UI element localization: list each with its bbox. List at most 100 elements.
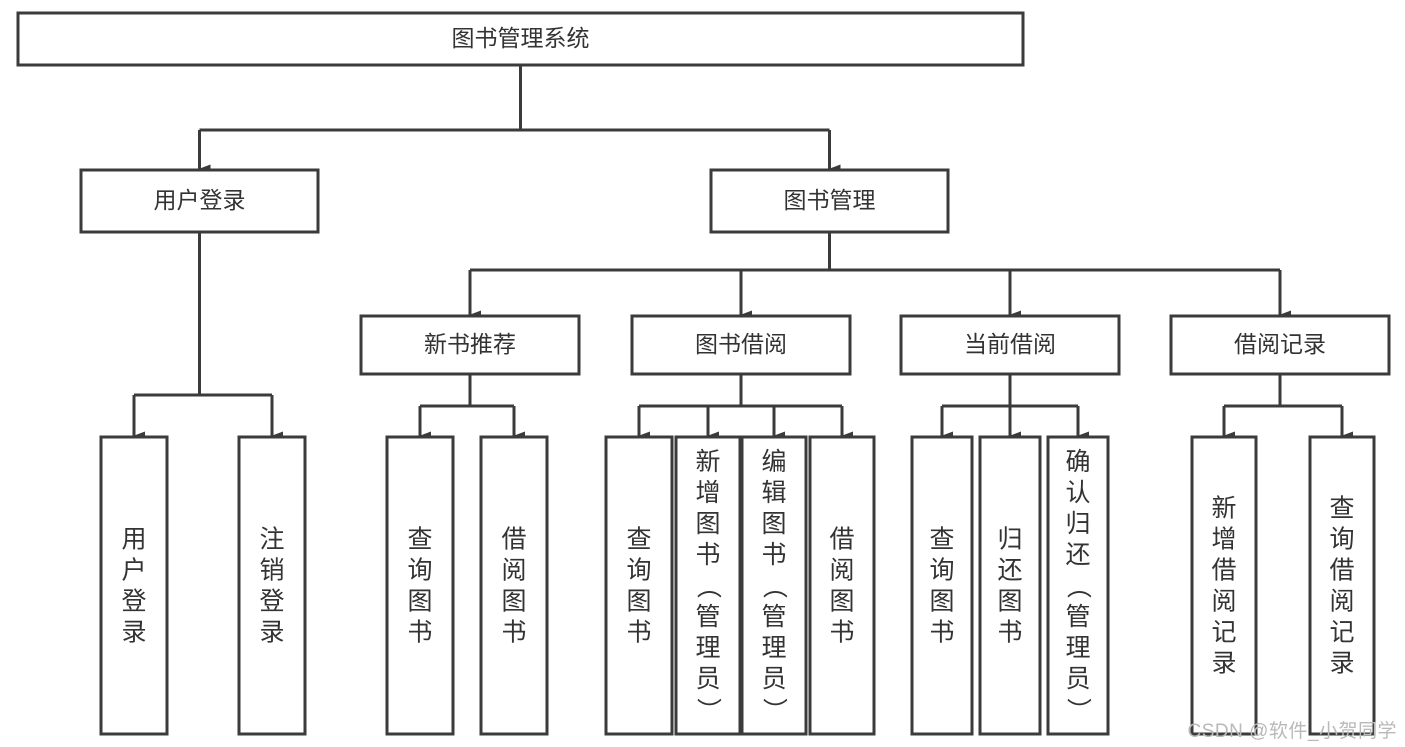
node-level2-box-0[interactable] — [79, 168, 320, 234]
svg-text:员: 员 — [695, 665, 720, 693]
svg-text:归: 归 — [997, 526, 1022, 554]
connector-layer — [132, 65, 1353, 441]
svg-text:理: 理 — [761, 634, 786, 662]
svg-text:（: （ — [760, 574, 788, 599]
node-leaf-box-7[interactable] — [808, 435, 876, 736]
svg-text:书: 书 — [929, 619, 954, 647]
svg-text:图: 图 — [761, 510, 786, 538]
svg-text:登: 登 — [121, 588, 146, 616]
node-level2-label-0: 用户登录 — [154, 187, 246, 213]
svg-text:阅: 阅 — [501, 557, 526, 585]
node-level3-box-2[interactable] — [899, 314, 1121, 376]
svg-text:询: 询 — [1329, 526, 1354, 554]
svg-text:图: 图 — [695, 510, 720, 538]
svg-text:）: ） — [760, 698, 788, 723]
node-leaf-box-1[interactable] — [237, 435, 307, 736]
node-level3-box-1[interactable] — [630, 314, 852, 376]
svg-text:图: 图 — [997, 588, 1022, 616]
svg-text:）: ） — [694, 698, 722, 723]
svg-text:归: 归 — [1065, 510, 1090, 538]
svg-text:借: 借 — [501, 526, 526, 554]
svg-text:书: 书 — [997, 619, 1022, 647]
svg-text:图: 图 — [501, 588, 526, 616]
node-leaf-box-9[interactable] — [978, 435, 1042, 736]
node-level3-box-0[interactable] — [359, 314, 581, 376]
svg-text:销: 销 — [259, 557, 284, 585]
svg-text:还: 还 — [997, 557, 1022, 585]
watermark-text: CSDN @软件_小贺同学 — [1187, 721, 1397, 742]
svg-text:借: 借 — [829, 526, 854, 554]
svg-text:增: 增 — [1211, 526, 1236, 554]
svg-text:认: 认 — [1065, 479, 1090, 507]
svg-text:书: 书 — [761, 541, 786, 569]
node-leaf-box-5[interactable] — [674, 435, 742, 736]
svg-text:阅: 阅 — [829, 557, 854, 585]
svg-text:编: 编 — [761, 448, 786, 476]
svg-text:阅: 阅 — [1329, 588, 1354, 616]
node-level2-box-1[interactable] — [709, 168, 950, 234]
svg-text:借: 借 — [1329, 557, 1354, 585]
svg-text:新: 新 — [1211, 495, 1236, 523]
node-leaf-box-8[interactable] — [910, 435, 974, 736]
svg-text:注: 注 — [259, 526, 284, 554]
svg-text:管: 管 — [1065, 603, 1090, 631]
svg-text:记: 记 — [1329, 619, 1354, 647]
node-leaf-box-2[interactable] — [385, 435, 455, 736]
node-root-box[interactable] — [16, 11, 1025, 67]
svg-text:图: 图 — [626, 588, 651, 616]
svg-text:查: 查 — [626, 526, 651, 554]
svg-text:增: 增 — [695, 479, 720, 507]
svg-text:查: 查 — [407, 526, 432, 554]
node-level3-box-3[interactable] — [1169, 314, 1391, 376]
svg-text:录: 录 — [1329, 650, 1354, 678]
svg-text:图: 图 — [829, 588, 854, 616]
node-level2-label-1: 图书管理 — [784, 187, 876, 213]
svg-text:）: ） — [1064, 698, 1092, 723]
svg-text:确: 确 — [1065, 448, 1090, 476]
node-leaf-box-11[interactable] — [1190, 435, 1258, 736]
svg-text:录: 录 — [121, 619, 146, 647]
svg-text:登: 登 — [259, 588, 284, 616]
svg-text:管: 管 — [761, 603, 786, 631]
svg-text:辑: 辑 — [761, 479, 786, 507]
svg-text:员: 员 — [1065, 665, 1090, 693]
node-level3-label-3: 借阅记录 — [1234, 331, 1326, 357]
node-leaf-box-3[interactable] — [479, 435, 549, 736]
node-level3-label-0: 新书推荐 — [424, 331, 516, 357]
svg-text:书: 书 — [407, 619, 432, 647]
svg-text:书: 书 — [501, 619, 526, 647]
svg-text:管: 管 — [695, 603, 720, 631]
svg-text:新: 新 — [695, 448, 720, 476]
svg-text:询: 询 — [407, 557, 432, 585]
node-leaf-box-12[interactable] — [1308, 435, 1376, 736]
node-root-label: 图书管理系统 — [452, 25, 590, 51]
svg-text:理: 理 — [1065, 634, 1090, 662]
node-leaf-box-0[interactable] — [99, 435, 169, 736]
svg-text:阅: 阅 — [1211, 588, 1236, 616]
svg-text:还: 还 — [1065, 541, 1090, 569]
svg-text:查: 查 — [929, 526, 954, 554]
node-level3-label-2: 当前借阅 — [964, 331, 1056, 357]
node-leaf-box-6[interactable] — [740, 435, 808, 736]
svg-text:图: 图 — [929, 588, 954, 616]
svg-text:录: 录 — [259, 619, 284, 647]
svg-text:书: 书 — [829, 619, 854, 647]
node-level3-label-1: 图书借阅 — [695, 331, 787, 357]
svg-text:查: 查 — [1329, 495, 1354, 523]
svg-text:询: 询 — [929, 557, 954, 585]
svg-text:理: 理 — [695, 634, 720, 662]
node-leaf-label-0: 用户登录 — [121, 526, 146, 647]
node-leaf-box-4[interactable] — [604, 435, 674, 736]
svg-text:员: 员 — [761, 665, 786, 693]
node-leaf-box-10[interactable] — [1046, 435, 1110, 736]
